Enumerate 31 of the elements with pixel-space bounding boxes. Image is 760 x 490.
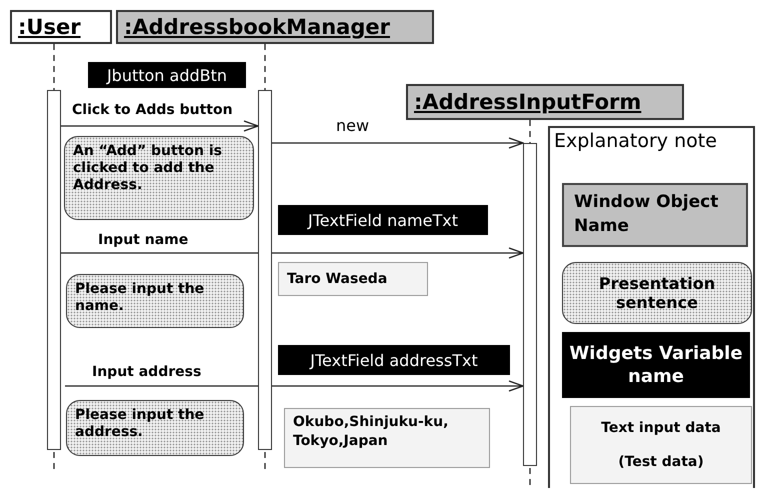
note-box: An “Add” button is clicked to add the Address. — [64, 136, 254, 220]
text-input-data: Okubo,Shinjuku-ku, Tokyo,Japan — [284, 408, 490, 468]
note-box: Please input the name. — [66, 274, 244, 328]
message-arrow — [61, 120, 259, 132]
edge-label: Input address — [90, 364, 204, 380]
legend-text: Text input data — [600, 418, 722, 438]
legend-sample-box: Widgets Variable name — [562, 332, 750, 398]
legend-sample-box: Presentation sentence — [562, 262, 752, 324]
lifeline — [264, 44, 266, 90]
lifeline — [529, 120, 531, 143]
text-input-data: Taro Waseda — [278, 262, 428, 296]
widget-label: JTextField nameTxt — [278, 205, 488, 235]
legend-text: (Test data) — [617, 452, 705, 472]
legend-sample-box — [570, 406, 752, 484]
note-box: Please input the address. — [66, 400, 244, 456]
activation-bar — [47, 90, 61, 450]
object-header: :User — [10, 10, 112, 44]
edge-label: Input name — [96, 232, 190, 248]
lifeline — [53, 44, 55, 90]
object-header: :AddressbookManager — [116, 10, 434, 44]
message-arrow — [272, 137, 524, 149]
legend-sample-box: Window Object Name — [562, 183, 748, 247]
object-header: :AddressInputForm — [406, 84, 684, 120]
activation-bar — [258, 90, 272, 450]
widget-label: Jbutton addBtn — [88, 62, 246, 88]
legend-heading: Explanatory note — [553, 129, 718, 154]
legend-panel — [548, 126, 755, 488]
activation-bar — [523, 143, 537, 466]
widget-label: JTextField addressTxt — [278, 345, 510, 375]
message-arrow — [65, 380, 524, 392]
message-arrow — [61, 247, 524, 259]
